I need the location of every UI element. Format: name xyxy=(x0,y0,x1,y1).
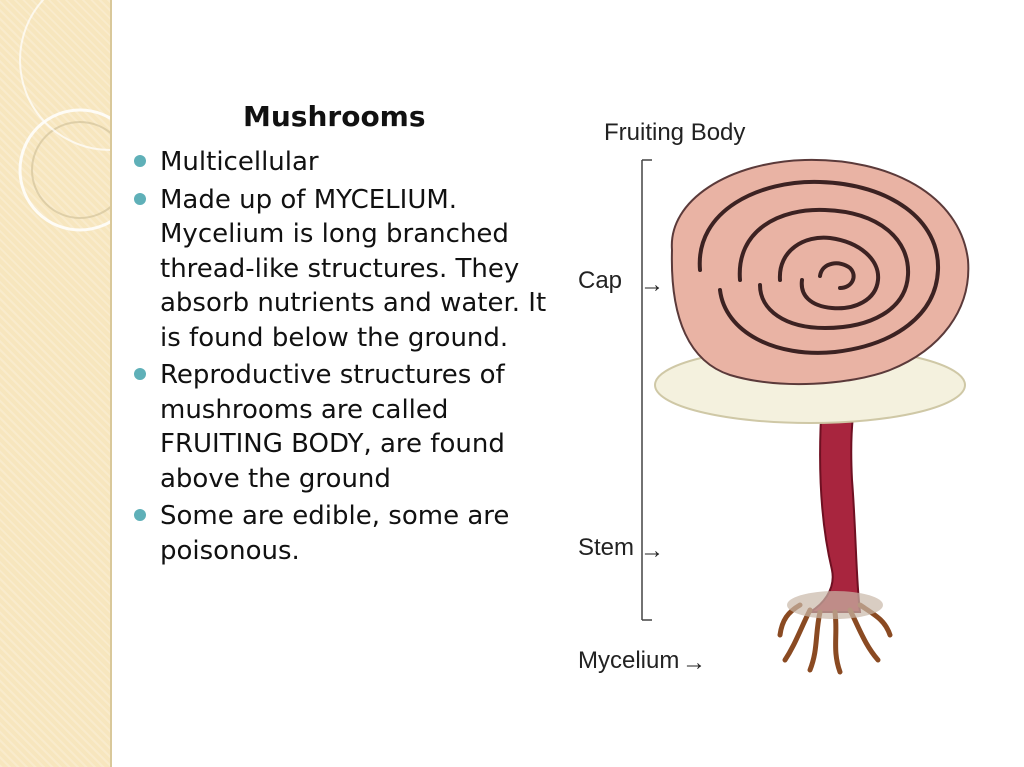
bullet-icon xyxy=(134,155,146,167)
bullet-item: Reproductive structures of mushrooms are… xyxy=(130,358,560,496)
slide-title: Mushrooms xyxy=(243,100,426,133)
bullet-item: Made up of MYCELIUM. Mycelium is long br… xyxy=(130,183,560,356)
decorative-sidebar xyxy=(0,0,112,767)
bullet-text: Multicellular xyxy=(160,147,319,177)
bullet-list: Multicellular Made up of MYCELIUM. Mycel… xyxy=(130,145,560,571)
bullet-icon xyxy=(134,368,146,380)
cap-arrow-icon: → xyxy=(640,271,664,298)
bullet-icon xyxy=(134,509,146,521)
bullet-icon xyxy=(134,192,146,205)
stem-label: Stem xyxy=(578,534,634,561)
bullet-item: Some are edible, some are poisonous. xyxy=(130,499,560,568)
bullet-text: Reproductive structures of mushrooms are… xyxy=(160,360,505,494)
bullet-item: Multicellular xyxy=(130,145,560,180)
mushroom-diagram: Fruiting Body Cap → Stem → Mycelium → xyxy=(560,100,1000,700)
sidebar-circles-decoration xyxy=(18,0,110,232)
bullet-text: Made up of MYCELIUM. Mycelium is long br… xyxy=(160,184,547,353)
mycelium-label: Mycelium xyxy=(578,647,679,674)
bullet-text: Some are edible, some are poisonous. xyxy=(160,501,510,566)
cap-label: Cap xyxy=(578,267,622,294)
mycelium-arrow-icon: → xyxy=(682,649,706,676)
stem-arrow-icon: → xyxy=(640,537,664,564)
fruiting-body-label: Fruiting Body xyxy=(604,119,745,146)
